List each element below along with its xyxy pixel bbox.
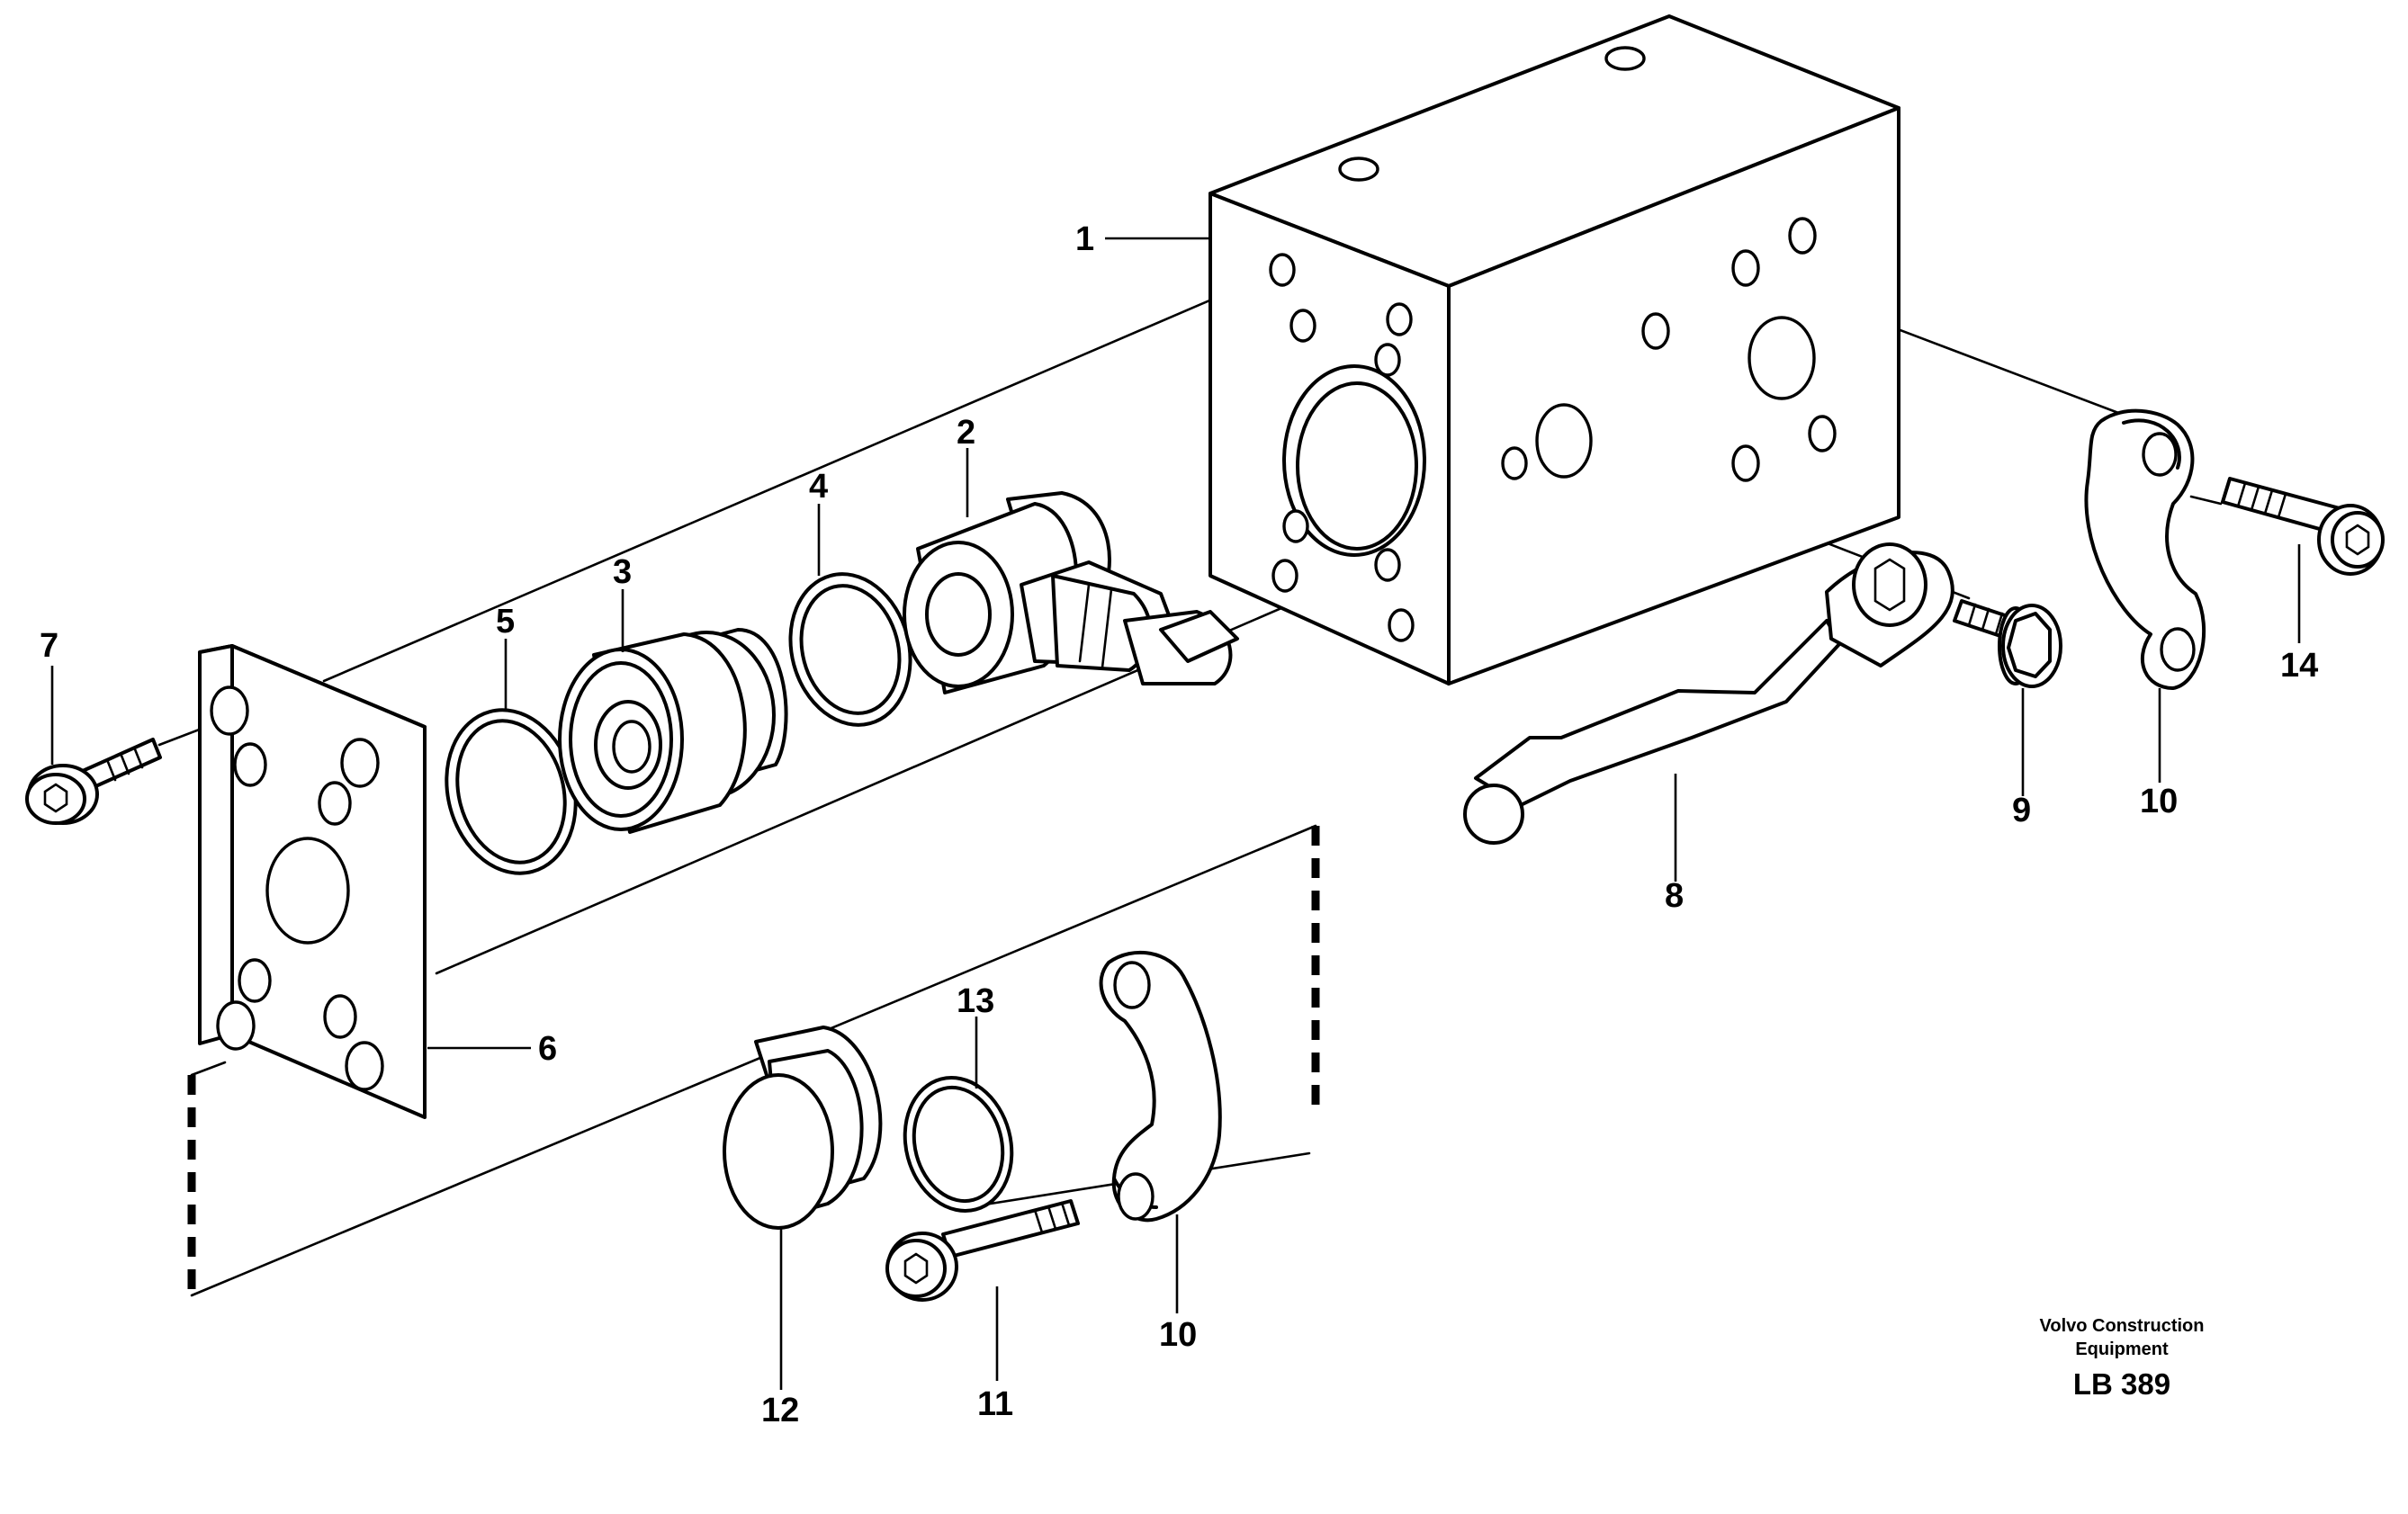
adapter-plate [198, 644, 427, 1119]
flange-half-10-upper [2084, 408, 2206, 690]
o-ring-4 [788, 572, 912, 727]
callout-13: 13 [957, 982, 994, 1020]
callout-6: 6 [538, 1030, 557, 1068]
credit-line-1: Volvo Construction [2040, 1316, 2205, 1336]
callout-3: 3 [613, 553, 632, 591]
callout-2: 2 [957, 414, 975, 452]
callout-labels: 1 2 3 4 5 6 7 8 9 10 10 11 12 13 14 [40, 220, 2318, 1429]
valve-block [1208, 14, 1900, 685]
optional-kit-dashed-outline [187, 824, 1320, 1297]
callout-1: 1 [1075, 220, 1094, 258]
handle-8 [1463, 542, 1954, 845]
o-ring-5 [445, 708, 578, 875]
callout-7: 7 [40, 627, 58, 665]
drawing-code: LB 389 [2073, 1367, 2170, 1401]
valve-spool-2 [903, 491, 1239, 694]
plug-12 [723, 1026, 883, 1230]
flange-half-10-lower [1099, 950, 1222, 1223]
sleeve-3 [558, 628, 788, 834]
o-ring-13 [903, 1076, 1014, 1213]
callout-12: 12 [761, 1392, 799, 1429]
bolt-7 [25, 738, 162, 825]
callout-5: 5 [496, 603, 515, 641]
credit-block: Volvo Construction Equipment LB 389 [2040, 1316, 2205, 1401]
flange-bolt-9 [1953, 599, 2062, 688]
credit-line-2: Equipment [2075, 1339, 2169, 1359]
bolt-11 [885, 1199, 1080, 1302]
callout-10-upper: 10 [2140, 783, 2178, 820]
callout-4: 4 [809, 468, 828, 506]
callout-8: 8 [1665, 877, 1684, 915]
callout-11: 11 [977, 1385, 1013, 1423]
bolt-14 [2221, 477, 2385, 576]
callout-10-lower: 10 [1159, 1316, 1197, 1354]
callout-9: 9 [2012, 792, 2031, 829]
callout-leaders [50, 237, 2301, 1390]
callout-14: 14 [2280, 647, 2318, 685]
